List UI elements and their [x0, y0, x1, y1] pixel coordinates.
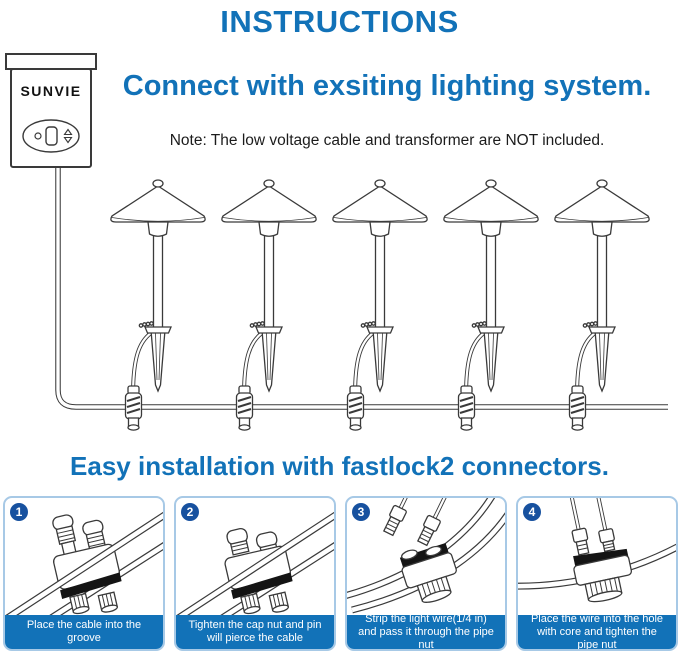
transformer-illustration: SUNVIE: [5, 53, 97, 168]
path-light-illustration-4: [441, 178, 541, 433]
step-panel-1: 1: [3, 496, 165, 651]
step-number-badge: 1: [10, 503, 28, 521]
transformer-brand-label: SUNVIE: [20, 83, 81, 99]
step-number-badge: 3: [352, 503, 370, 521]
step-caption: Strip the light wire(1/4 in) and pass it…: [347, 613, 505, 649]
step-illustration-cable-in-groove: [5, 505, 163, 615]
step-caption: Place the cable into the groove: [5, 615, 163, 649]
step-caption: Tighten the cap nut and pin will pierce …: [176, 615, 334, 649]
installation-steps: 1: [3, 496, 678, 651]
step-illustration-tighten-pipe-nut: [518, 498, 676, 603]
step-caption: Place the wire into the hole with core a…: [518, 613, 676, 649]
step-panel-2: 2: [174, 496, 336, 651]
power-dial-icon: [22, 119, 80, 153]
note-text: Note: The low voltage cable and transfor…: [169, 132, 605, 149]
step-panel-3: 3: [345, 496, 507, 651]
path-light-illustration-1: [108, 178, 208, 433]
step-illustration-strip-wire: [347, 498, 505, 614]
step-number-badge: 4: [523, 503, 541, 521]
path-light-illustration-2: [219, 178, 319, 433]
path-light-illustration-5: [552, 178, 652, 433]
low-voltage-cable-line: [55, 164, 668, 410]
step-illustration-tighten-cap-nut: [176, 505, 334, 615]
path-light-illustration-3: [330, 178, 430, 433]
connect-section-heading: Connect with exsiting lighting system.: [122, 70, 652, 102]
page-title: INSTRUCTIONS: [220, 4, 459, 39]
step-panel-4: 4 Place th: [516, 496, 678, 651]
install-section-heading: Easy installation with fastlock2 connect…: [70, 451, 609, 481]
step-number-badge: 2: [181, 503, 199, 521]
